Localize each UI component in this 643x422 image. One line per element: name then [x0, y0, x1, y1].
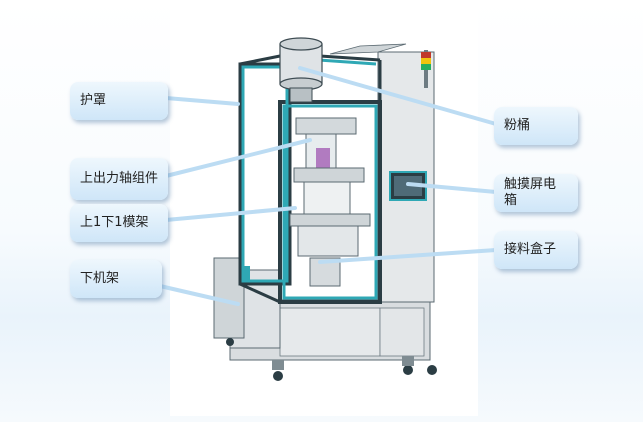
label-hood: 护罩 — [80, 93, 107, 108]
label-touchscreen-box: 触摸屏电箱 — [504, 177, 557, 208]
callout-upper-force-axis: 上出力轴组件 — [70, 158, 168, 200]
label-lower-frame: 下机架 — [80, 271, 120, 286]
inner-mechanism — [289, 117, 371, 287]
lower-frame-body — [213, 257, 431, 361]
machine-illustration — [170, 8, 478, 416]
label-upper-force-axis: 上出力轴组件 — [80, 171, 159, 186]
callout-mold-frame: 上1下1模架 — [70, 204, 168, 242]
callout-receiving-box: 接料盒子 — [494, 231, 578, 269]
label-mold-frame: 上1下1模架 — [80, 215, 149, 230]
callout-hood: 护罩 — [70, 82, 168, 120]
casters — [226, 338, 437, 381]
callout-lower-frame: 下机架 — [70, 260, 162, 298]
callout-touchscreen-box: 触摸屏电箱 — [494, 174, 578, 212]
callout-powder-bucket: 粉桶 — [494, 107, 578, 145]
label-powder-bucket: 粉桶 — [504, 118, 531, 133]
label-receiving-box: 接料盒子 — [504, 242, 557, 257]
